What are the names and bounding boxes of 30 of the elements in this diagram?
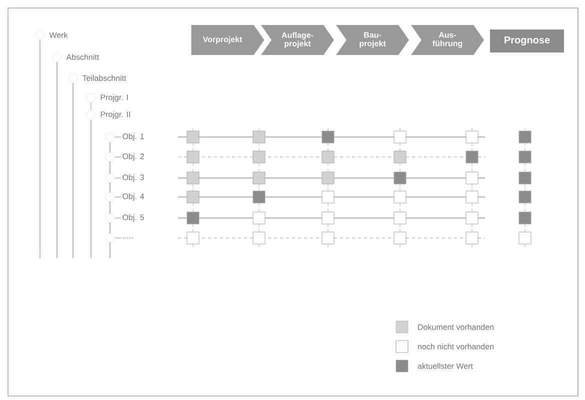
tree-item: Obj. 4 <box>105 192 144 202</box>
tree-item: Obj. 3 <box>105 173 144 183</box>
node-label: Werk <box>49 32 68 38</box>
node-label: Obj. 2 <box>122 153 144 161</box>
node-label: Obj. 4 <box>122 193 144 201</box>
tree-item: Obj. 5 <box>105 213 144 223</box>
phase-step: Bau- projekt <box>336 25 409 55</box>
node-label: Obj. 5 <box>122 214 144 222</box>
legend-text: aktuellster Wert <box>418 363 473 369</box>
node-label: Obj. 3 <box>122 174 144 182</box>
tree-item: Abschnitt <box>52 52 100 62</box>
legend-text: Dokument vorhanden <box>418 324 494 330</box>
phase-step: Auflage- projekt <box>261 25 334 55</box>
node-label: Projgr. I <box>100 94 128 102</box>
tree-item: Projgr. I <box>86 93 128 103</box>
phase-step: Vorprojekt <box>191 25 264 55</box>
forecast-box: Prognose <box>490 30 564 52</box>
node-label: Obj. 1 <box>122 133 144 141</box>
tree-item: ..... <box>105 233 133 243</box>
tree-item: Projgr. II <box>86 110 130 120</box>
tree-item: Obj. 1 <box>105 132 144 142</box>
node-label: Abschnitt <box>66 54 100 60</box>
tree-item: Teilabschnitt <box>68 73 126 83</box>
phase-step: Aus- führung <box>411 25 484 55</box>
connector <box>90 102 92 111</box>
node-label: Teilabschnitt <box>82 75 126 81</box>
tree-item: Werk <box>35 30 68 40</box>
tree-item: Obj. 2 <box>105 152 144 162</box>
node-label: Projgr. II <box>100 111 130 119</box>
legend-text: noch nicht vorhanden <box>418 344 494 350</box>
